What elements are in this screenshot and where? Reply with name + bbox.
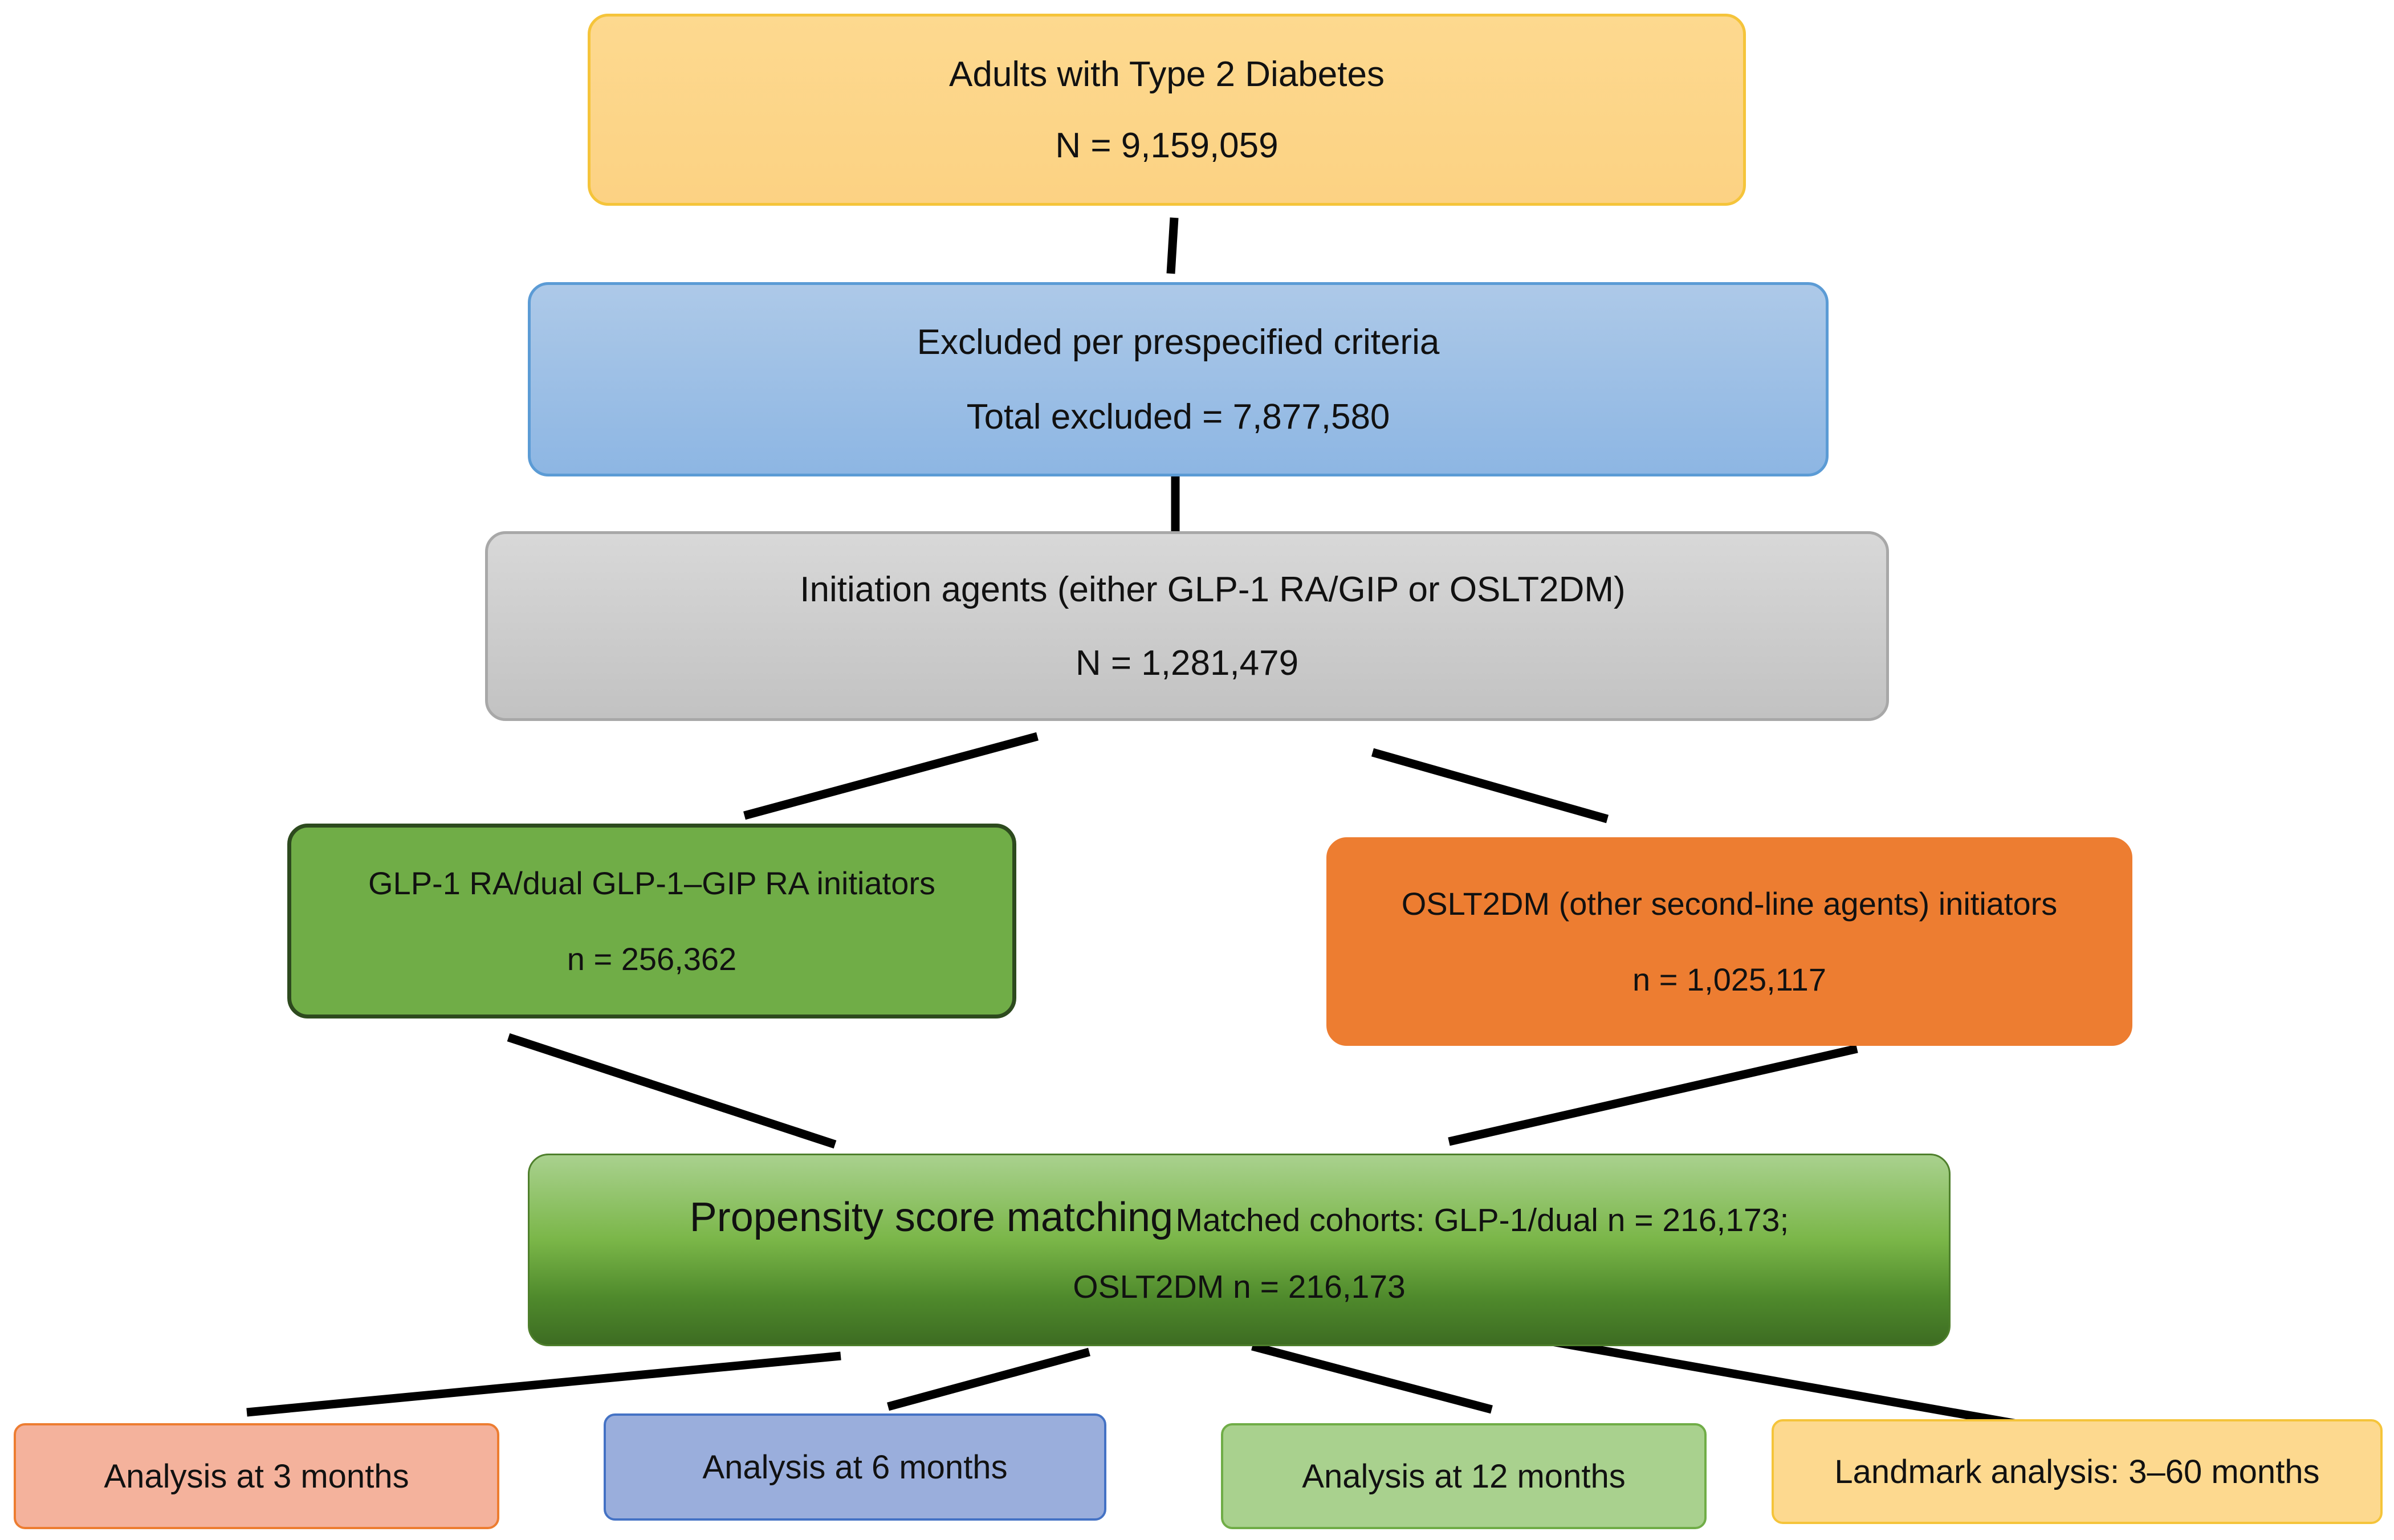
analysis-12-months-box: Analysis at 12 months — [1221, 1423, 1707, 1529]
analysis-3-months-label: Analysis at 3 months — [104, 1457, 409, 1495]
connector-oslt2dm-psm — [1448, 1044, 1858, 1146]
analysis-12-months-label: Analysis at 12 months — [1302, 1457, 1626, 1495]
glp1-initiators-box: GLP-1 RA/dual GLP-1–GIP RA initiators n … — [287, 824, 1016, 1018]
propensity-detail-second-line: OSLT2DM n = 216,173 — [1073, 1269, 1406, 1305]
connector-psm-3m — [246, 1351, 841, 1417]
population-count: N = 9,159,059 — [1055, 125, 1279, 165]
analysis-3-months-box: Analysis at 3 months — [14, 1423, 499, 1529]
population-title: Adults with Type 2 Diabetes — [949, 54, 1385, 94]
initiation-box: Initiation agents (either GLP-1 RA/GIP o… — [485, 531, 1889, 721]
propensity-matching-box: Propensity score matching Matched cohort… — [528, 1154, 1951, 1346]
propensity-title: Propensity score matching — [689, 1195, 1174, 1240]
oslt2dm-initiators-title: OSLT2DM (other second-line agents) initi… — [1401, 886, 2058, 922]
connector-initiation-oslt2dm — [1371, 748, 1609, 824]
connector-initiation-glp1 — [743, 732, 1039, 820]
analysis-6-months-label: Analysis at 6 months — [702, 1448, 1008, 1486]
analysis-6-months-box: Analysis at 6 months — [604, 1413, 1106, 1521]
excluded-count: Total excluded = 7,877,580 — [966, 397, 1390, 437]
propensity-detail: Matched cohorts: GLP-1/dual n = 216,173; — [1175, 1202, 1789, 1238]
excluded-box: Excluded per prespecified criteria Total… — [528, 282, 1829, 476]
landmark-analysis-label: Landmark analysis: 3–60 months — [1834, 1453, 2320, 1490]
population-box: Adults with Type 2 Diabetes N = 9,159,05… — [588, 14, 1746, 206]
glp1-initiators-count: n = 256,362 — [567, 941, 737, 977]
oslt2dm-initiators-count: n = 1,025,117 — [1632, 962, 1826, 997]
connector-population-excluded — [1166, 217, 1179, 274]
glp1-initiators-title: GLP-1 RA/dual GLP-1–GIP RA initiators — [368, 865, 935, 901]
initiation-count: N = 1,281,479 — [1075, 643, 1299, 683]
oslt2dm-initiators-box: OSLT2DM (other second-line agents) initi… — [1326, 837, 2132, 1046]
excluded-title: Excluded per prespecified criteria — [917, 322, 1440, 362]
connector-psm-12m — [1251, 1342, 1493, 1414]
connector-psm-6m — [887, 1347, 1090, 1411]
propensity-first-line: Propensity score matching Matched cohort… — [690, 1194, 1789, 1241]
landmark-analysis-box: Landmark analysis: 3–60 months — [1772, 1419, 2383, 1524]
connector-glp1-psm — [507, 1033, 837, 1149]
initiation-title: Initiation agents (either GLP-1 RA/GIP o… — [800, 569, 1626, 609]
